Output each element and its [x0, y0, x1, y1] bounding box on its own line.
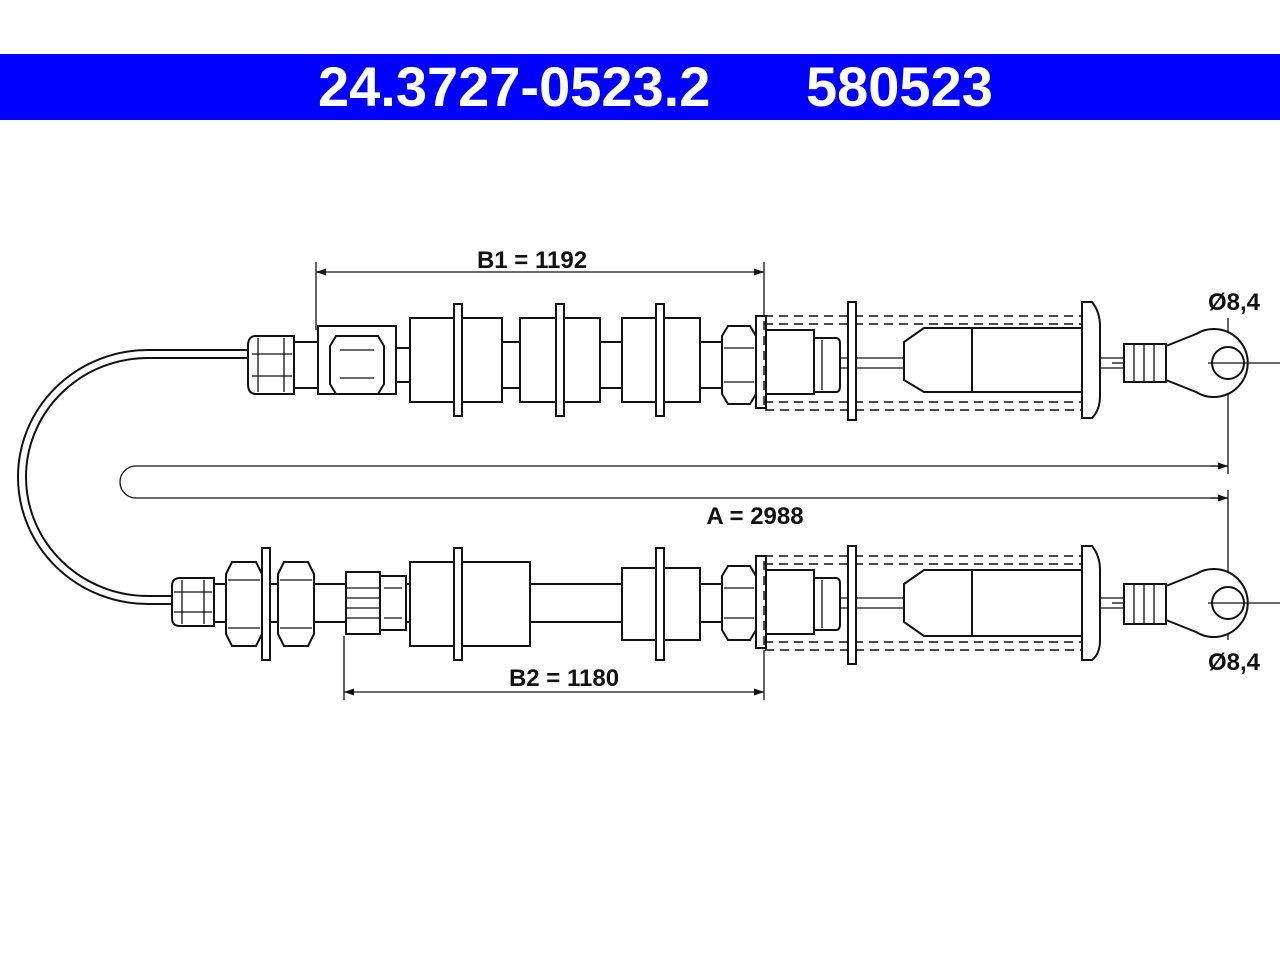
bottom-lock-nut-1: [225, 561, 263, 647]
bottom-flange: [1081, 545, 1101, 661]
header-bar: 24.3727-0523.2 580523: [0, 54, 1280, 120]
bottom-end-ferrule: [171, 577, 215, 627]
bottom-cone: [903, 569, 973, 637]
dimension-a-bracket: [119, 465, 1228, 499]
cable-loop-outer: [17, 349, 248, 605]
bottom-eye-terminal: [1165, 568, 1249, 638]
top-hex-nut: [721, 325, 757, 405]
reference-number: 580523: [806, 55, 993, 118]
top-cable-assembly: [247, 301, 1280, 421]
top-cone: [903, 327, 973, 393]
top-end-ferrule: [247, 335, 295, 395]
bottom-lock-nut-2: [277, 561, 315, 647]
bottom-cable-assembly: [171, 545, 1280, 665]
cable-loop-inner: [25, 357, 248, 597]
top-eye-terminal: [1165, 328, 1249, 398]
top-flange: [1081, 301, 1101, 419]
dimension-b2-label: B2 = 1180: [509, 665, 619, 692]
dimension-a-label: A = 2988: [706, 503, 803, 530]
part-number: 24.3727-0523.2: [318, 55, 711, 118]
top-sheath-end: [765, 329, 815, 395]
dimension-b1-label: B1 = 1192: [477, 247, 587, 274]
top-threaded-stem: [1123, 343, 1167, 383]
bottom-grommet-1: [409, 561, 531, 647]
eye-bottom-diameter-label: Ø8,4: [1208, 649, 1261, 676]
bottom-adjuster: [345, 571, 381, 635]
bottom-sheath-end: [765, 569, 815, 635]
bottom-hex-nut: [721, 565, 757, 641]
eye-top-diameter-label: Ø8,4: [1208, 289, 1261, 316]
bottom-threaded-stem: [1123, 583, 1167, 625]
